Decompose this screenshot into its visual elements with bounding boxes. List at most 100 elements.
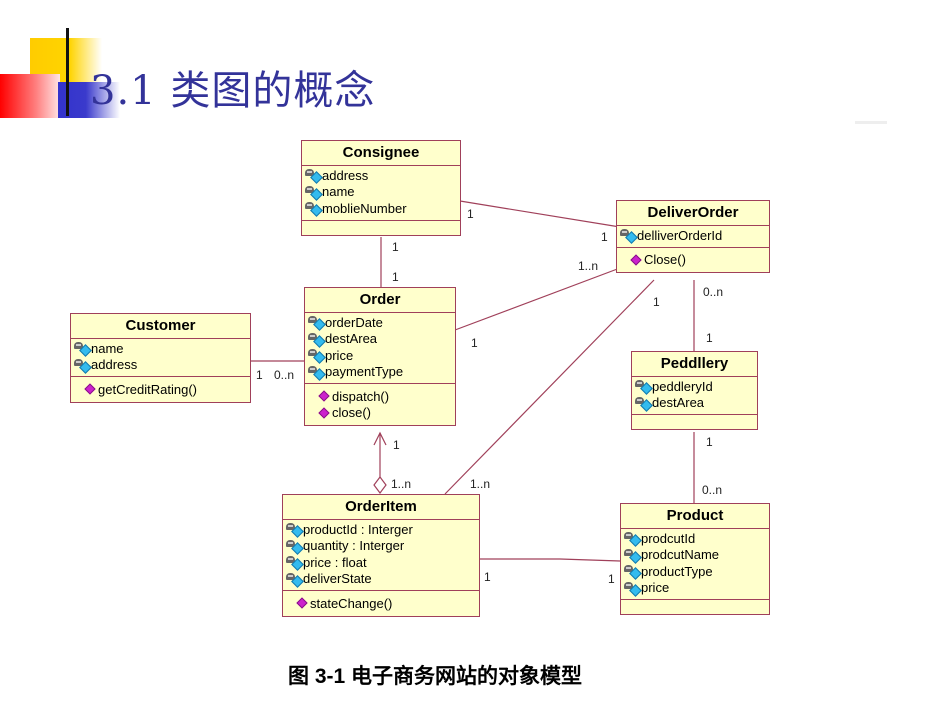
attribute-label: price : float: [303, 554, 367, 570]
attribute-label: name: [322, 184, 355, 200]
public-operation-icon: [297, 599, 308, 607]
decor-vertical-line: [66, 28, 69, 116]
attribute-row: delliverOrderId: [619, 227, 769, 245]
mult-consignee-deliverorder-from: 1: [467, 207, 474, 221]
public-operation-icon: [319, 392, 330, 400]
attribute-row: prodcutId: [623, 530, 769, 548]
mult-peddllery-product-to: 0..n: [702, 483, 723, 497]
slide-title: 3.1 类图的概念: [90, 68, 376, 114]
attribute-row: price: [307, 347, 455, 365]
attribute-label: delliverOrderId: [637, 227, 723, 243]
attributes-compartment: delliverOrderId: [617, 226, 769, 248]
class-name: DeliverOrder: [617, 201, 769, 226]
class-deliverorder[interactable]: DeliverOrder delliverOrderId Close(): [616, 200, 770, 273]
mult-consignee-deliverorder-to: 1: [601, 230, 608, 244]
operations-compartment: [621, 600, 769, 614]
attribute-label: productId : Interger: [303, 521, 413, 537]
assoc-order-deliverorder: [454, 267, 621, 331]
operation-label: close(): [332, 405, 372, 421]
private-attribute-icon: [304, 185, 323, 201]
attribute-row: name: [304, 184, 460, 201]
private-attribute-icon: [307, 315, 326, 332]
class-name: Product: [621, 504, 769, 529]
mult-deliverorder-orderitem-to: 1..n: [470, 477, 491, 491]
attribute-label: address: [322, 167, 369, 183]
private-attribute-icon: [623, 581, 642, 597]
decor-faint-bar: [855, 121, 887, 124]
private-attribute-icon: [307, 365, 326, 381]
operation-label: dispatch(): [332, 388, 390, 404]
private-attribute-icon: [304, 201, 323, 218]
operations-compartment: [302, 221, 460, 235]
assoc-orderitem-product: [480, 558, 621, 562]
class-name: Peddllery: [632, 352, 757, 377]
assoc-consignee-deliverorder: [459, 200, 621, 228]
private-attribute-icon: [304, 168, 323, 185]
class-name: Order: [305, 288, 455, 313]
private-attribute-icon: [634, 379, 653, 396]
mult-deliverorder-peddllery-to: 1: [706, 331, 713, 345]
private-attribute-icon: [307, 332, 326, 348]
attribute-row: name: [73, 340, 250, 358]
operations-compartment: getCreditRating(): [71, 377, 250, 402]
private-attribute-icon: [307, 348, 326, 365]
attribute-row: deliverState: [285, 571, 479, 588]
attribute-row: address: [73, 357, 250, 374]
attribute-label: destArea: [652, 395, 705, 411]
private-attribute-icon: [619, 228, 638, 245]
private-attribute-icon: [285, 522, 304, 539]
attribute-row: paymentType: [307, 364, 455, 381]
figure-caption: 图 3-1 电子商务网站的对象模型: [288, 665, 583, 688]
operations-compartment: [632, 415, 757, 429]
class-name: OrderItem: [283, 495, 479, 520]
attribute-row: price: [623, 580, 769, 597]
operations-compartment: Close(): [617, 248, 769, 273]
attribute-label: prodcutName: [641, 547, 720, 563]
mult-consignee-order-to: 1: [392, 270, 399, 284]
mult-consignee-order-from: 1: [392, 240, 399, 254]
public-operation-icon: [631, 256, 642, 264]
private-attribute-icon: [634, 396, 653, 412]
operation-row: getCreditRating(): [85, 381, 250, 398]
attribute-label: price: [641, 580, 670, 596]
private-attribute-icon: [623, 548, 642, 564]
attribute-row: peddleryId: [634, 378, 757, 396]
mult-orderitem-product-to: 1: [608, 572, 615, 586]
attribute-label: name: [91, 340, 124, 356]
operation-label: getCreditRating(): [98, 381, 197, 397]
mult-order-deliverorder-from: 1: [471, 336, 478, 350]
operation-row: close(): [319, 405, 455, 422]
mult-order-deliverorder-to: 1..n: [578, 259, 599, 273]
attribute-label: prodcutId: [641, 530, 696, 546]
mult-deliverorder-peddllery-from: 0..n: [703, 285, 724, 299]
attribute-row: productId : Interger: [285, 521, 479, 539]
attribute-row: moblieNumber: [304, 200, 460, 218]
operation-row: stateChange(): [297, 595, 479, 612]
mult-customer-order-to: 0..n: [274, 368, 295, 382]
attribute-label: deliverState: [303, 571, 372, 587]
operation-label: Close(): [644, 252, 686, 268]
operation-label: stateChange(): [310, 595, 393, 611]
attribute-row: productType: [623, 563, 769, 581]
private-attribute-icon: [73, 341, 92, 358]
attribute-row: address: [304, 167, 460, 185]
aggregation-diamond: [373, 476, 387, 494]
private-attribute-icon: [623, 564, 642, 581]
attribute-label: orderDate: [325, 314, 383, 330]
attribute-label: peddleryId: [652, 378, 713, 394]
operations-compartment: dispatch()close(): [305, 384, 455, 425]
attribute-label: destArea: [325, 331, 378, 347]
attribute-label: quantity : Interger: [303, 538, 405, 554]
